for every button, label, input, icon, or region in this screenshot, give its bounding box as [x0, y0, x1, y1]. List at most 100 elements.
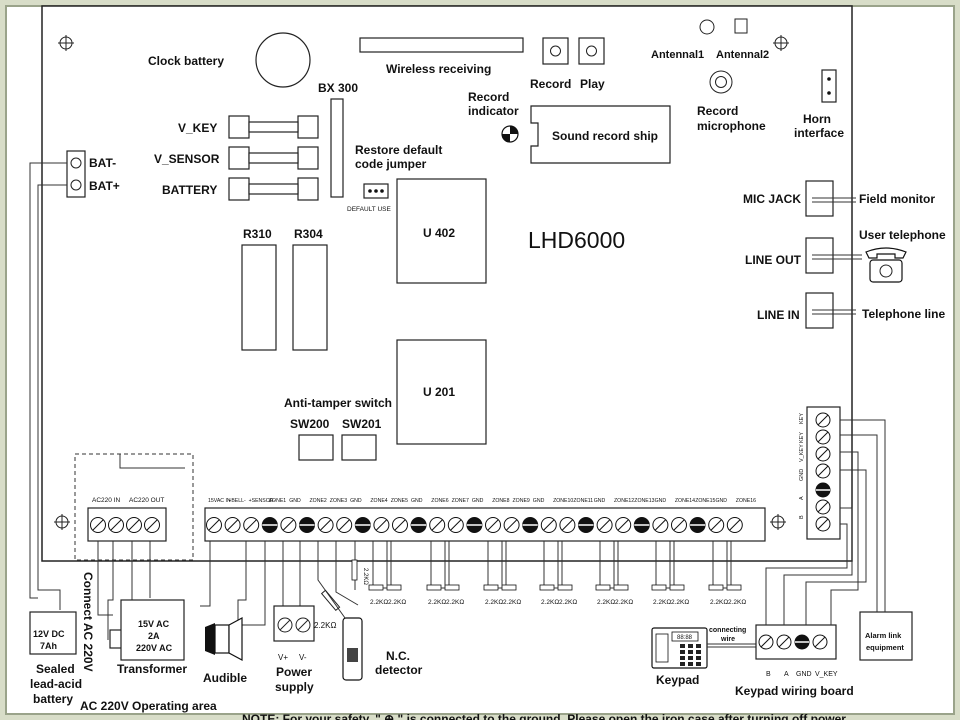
terminal-label: GND — [655, 498, 667, 504]
bat-plus-label: BAT+ — [89, 179, 120, 193]
sealed-label-2: lead-acid — [30, 677, 82, 691]
connecting-wire-label-2: wire — [720, 636, 735, 643]
zone-resistor-label: 2.2KΩ — [388, 599, 406, 606]
terminal-label: ZONE4 — [370, 498, 387, 504]
terminal-screw-icon — [299, 517, 315, 533]
record-indicator-label-2: indicator — [468, 104, 519, 118]
terminal-label: ZONE2 — [310, 498, 327, 504]
zone-resistor — [557, 584, 573, 591]
zone-resistor — [726, 584, 742, 591]
terminal-label: GND — [594, 498, 606, 504]
zone-resistor-label: 2.2KΩ — [615, 599, 633, 606]
terminal-label: ZONE14 — [675, 498, 695, 504]
battery-jumper — [228, 177, 319, 201]
zone-resistor — [708, 584, 724, 591]
terminal-screw-icon — [522, 517, 539, 533]
terminal-screw-icon — [596, 517, 613, 533]
zone-resistor-label: 2.2KΩ — [485, 599, 503, 606]
zone-resistor — [351, 559, 358, 581]
terminal-screw-icon — [429, 517, 446, 533]
u402-chip — [396, 178, 487, 284]
terminal-screw-icon — [317, 517, 334, 533]
sealed-battery — [29, 611, 77, 655]
side-terminal-label: KEY — [799, 413, 805, 424]
sw200-label: SW200 — [290, 417, 330, 431]
battery-label: BATTERY — [162, 183, 217, 197]
side-terminal-screw-icon — [815, 429, 831, 445]
zone-resistor — [651, 584, 667, 591]
horn-label-2: interface — [794, 126, 844, 140]
mic-jack-label: MIC JACK — [743, 192, 801, 206]
r304-label: R304 — [294, 227, 323, 241]
zone-resistor-label: 2.2KΩ — [541, 599, 559, 606]
power-label-1: Power — [276, 665, 312, 679]
ac220-in-label: AC220 IN — [92, 497, 120, 504]
ac-terminal-screw-icon — [90, 517, 106, 533]
terminal-screw-icon — [559, 517, 576, 533]
mounting-hole-icon — [54, 514, 70, 530]
zone-resistor-label: 2.2KΩ — [728, 599, 746, 606]
sw201-switch — [341, 434, 377, 461]
bx300-connector — [330, 98, 344, 198]
terminal-label: ZONE3 — [330, 498, 347, 504]
relay-r304 — [292, 244, 328, 351]
zone-resistor-label: 2.2KΩ — [653, 599, 671, 606]
keypad-icon — [651, 627, 708, 669]
zone-resistor-label: 2.2KΩ — [671, 599, 689, 606]
kp-a-label: A — [784, 671, 789, 678]
zone-resistor-label: 2.2KΩ — [370, 599, 388, 606]
u402-label: U 402 — [423, 226, 455, 240]
mounting-hole-icon — [770, 514, 786, 530]
connect-ac-label: Connect AC 220V — [81, 572, 95, 672]
terminal-label: ZONE12 — [614, 498, 634, 504]
antenna1-icon — [699, 19, 715, 35]
battery-spec-2: 7Ah — [40, 641, 57, 651]
record-mic-label-1: Record — [697, 104, 738, 118]
side-terminal-label: A — [799, 496, 805, 500]
terminal-screw-icon — [689, 517, 706, 533]
zone-resistor — [501, 584, 517, 591]
resistor-vertical-label: 2.2KΩ — [362, 568, 368, 585]
u201-label: U 201 — [423, 385, 455, 399]
default-use-label: DEFAULT USE — [347, 206, 391, 213]
terminal-label: 15VAC IN — [208, 498, 231, 504]
kp-vkey-label: V_KEY — [815, 671, 838, 678]
side-terminal-screw-icon — [815, 516, 831, 532]
terminal-screw-icon — [578, 517, 594, 533]
terminal-screw-icon — [671, 517, 687, 533]
terminal-screw-icon — [354, 517, 371, 533]
zone-resistor-label: 2.2KΩ — [503, 599, 521, 606]
terminal-screw-icon — [652, 517, 669, 533]
terminal-label: ZONE1 — [269, 498, 286, 504]
v-key-label: V_KEY — [178, 121, 217, 135]
zone-resistor — [444, 584, 460, 591]
side-terminal-screw-icon — [815, 412, 831, 428]
transformer-box — [120, 599, 185, 661]
terminal-screw-icon — [373, 517, 390, 533]
v-sensor-label: V_SENSOR — [154, 152, 220, 166]
side-terminal-screw-icon — [815, 482, 831, 498]
kp-gnd-label: GND — [796, 671, 812, 678]
ac-terminal-screw-icon — [108, 517, 124, 533]
zone-resistor — [426, 584, 442, 591]
horn-connector — [821, 69, 837, 103]
terminal-label: ZONE10 — [553, 498, 573, 504]
wireless-receiving-label: Wireless receiving — [386, 62, 491, 76]
side-terminal-label: V_KEY — [799, 444, 805, 462]
side-terminal-screw-icon — [815, 463, 831, 479]
terminal-label: +SENSOR- — [249, 498, 276, 504]
line-out-label: LINE OUT — [745, 253, 802, 267]
sealed-label-3: battery — [33, 692, 73, 706]
transformer-spec-3: 220V AC — [136, 643, 173, 653]
side-terminal-label: KEY — [799, 432, 805, 443]
nc-label-2: detector — [375, 663, 423, 677]
terminal-label: GND — [411, 498, 423, 504]
v-plus-label: V+ — [278, 653, 288, 662]
antenna2-icon — [734, 18, 748, 34]
ac-terminal-screw-icon — [144, 517, 160, 533]
terminal-label: ZONE11 — [573, 498, 593, 504]
zone-resistor — [386, 584, 402, 591]
keypad-board-screw-icon — [812, 634, 828, 650]
audible-label: Audible — [203, 671, 247, 685]
